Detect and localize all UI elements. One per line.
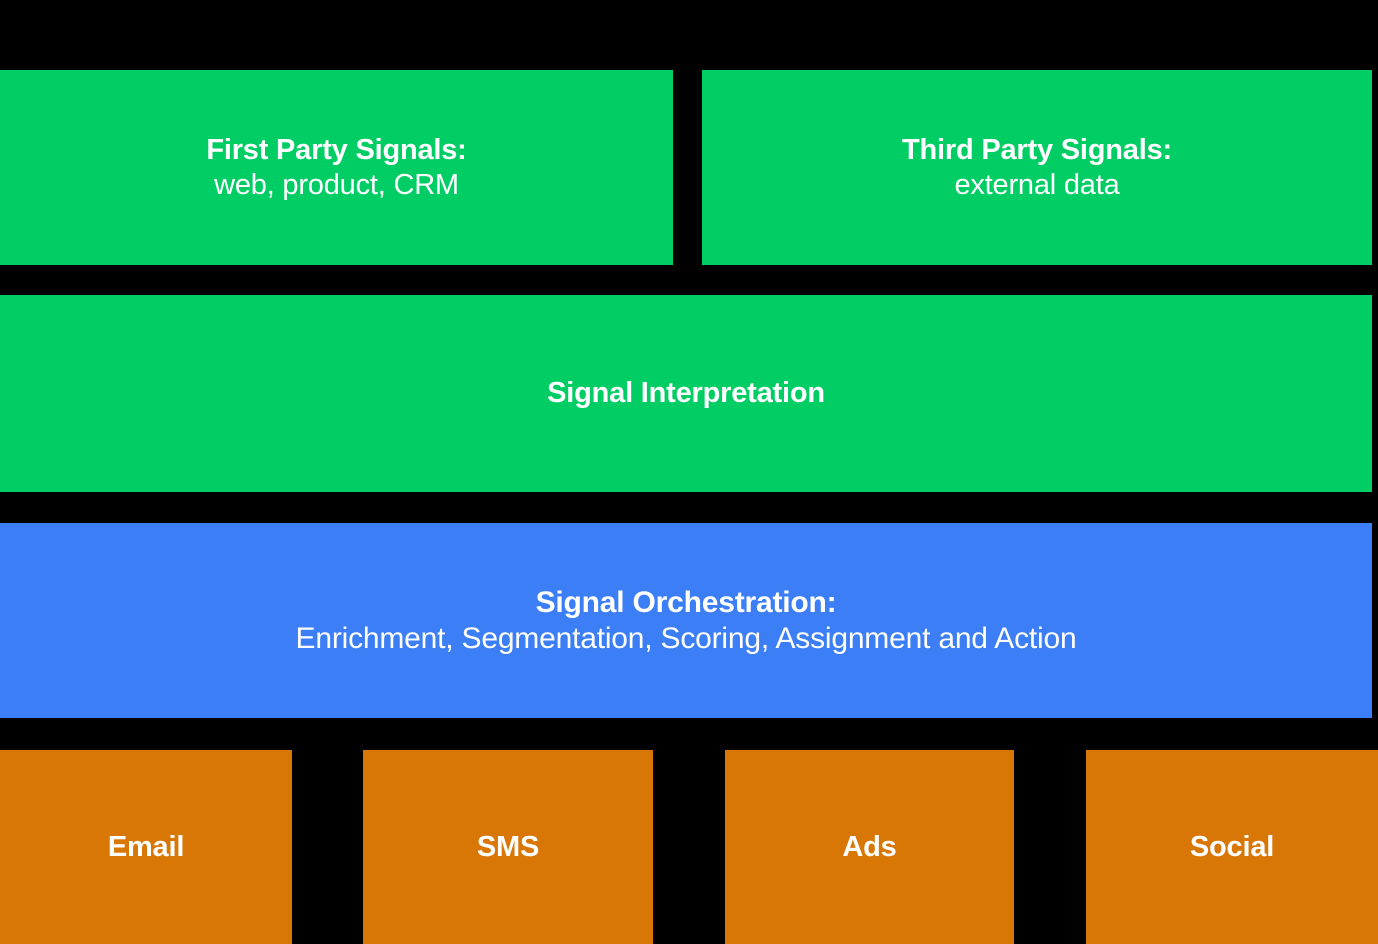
channel-label-social: Social <box>1189 830 1275 863</box>
channel-label-email: Email <box>107 830 185 863</box>
channel-box-social[interactable]: Social <box>1086 750 1378 944</box>
channel-box-sms[interactable]: SMS <box>363 750 653 944</box>
third-party-signals-subtitle: external data <box>954 168 1120 201</box>
first-party-signals-title: First Party Signals: <box>206 134 467 167</box>
signal-interpretation-band[interactable]: Signal Interpretation <box>0 295 1372 492</box>
signal-orchestration-title: Signal Orchestration: <box>535 586 837 620</box>
signal-interpretation-label: Signal Interpretation <box>547 377 825 410</box>
signal-orchestration-band[interactable]: Signal Orchestration: Enrichment, Segmen… <box>0 523 1372 718</box>
channel-box-ads[interactable]: Ads <box>725 750 1014 944</box>
signal-orchestration-subtitle: Enrichment, Segmentation, Scoring, Assig… <box>295 621 1077 655</box>
channel-label-sms: SMS <box>476 830 540 863</box>
third-party-signals-title: Third Party Signals: <box>902 134 1172 167</box>
channel-box-email[interactable]: Email <box>0 750 292 944</box>
first-party-signals-box[interactable]: First Party Signals: web, product, CRM <box>0 70 673 265</box>
channel-label-ads: Ads <box>842 830 897 863</box>
first-party-signals-subtitle: web, product, CRM <box>214 168 459 201</box>
third-party-signals-box[interactable]: Third Party Signals: external data <box>702 70 1372 265</box>
